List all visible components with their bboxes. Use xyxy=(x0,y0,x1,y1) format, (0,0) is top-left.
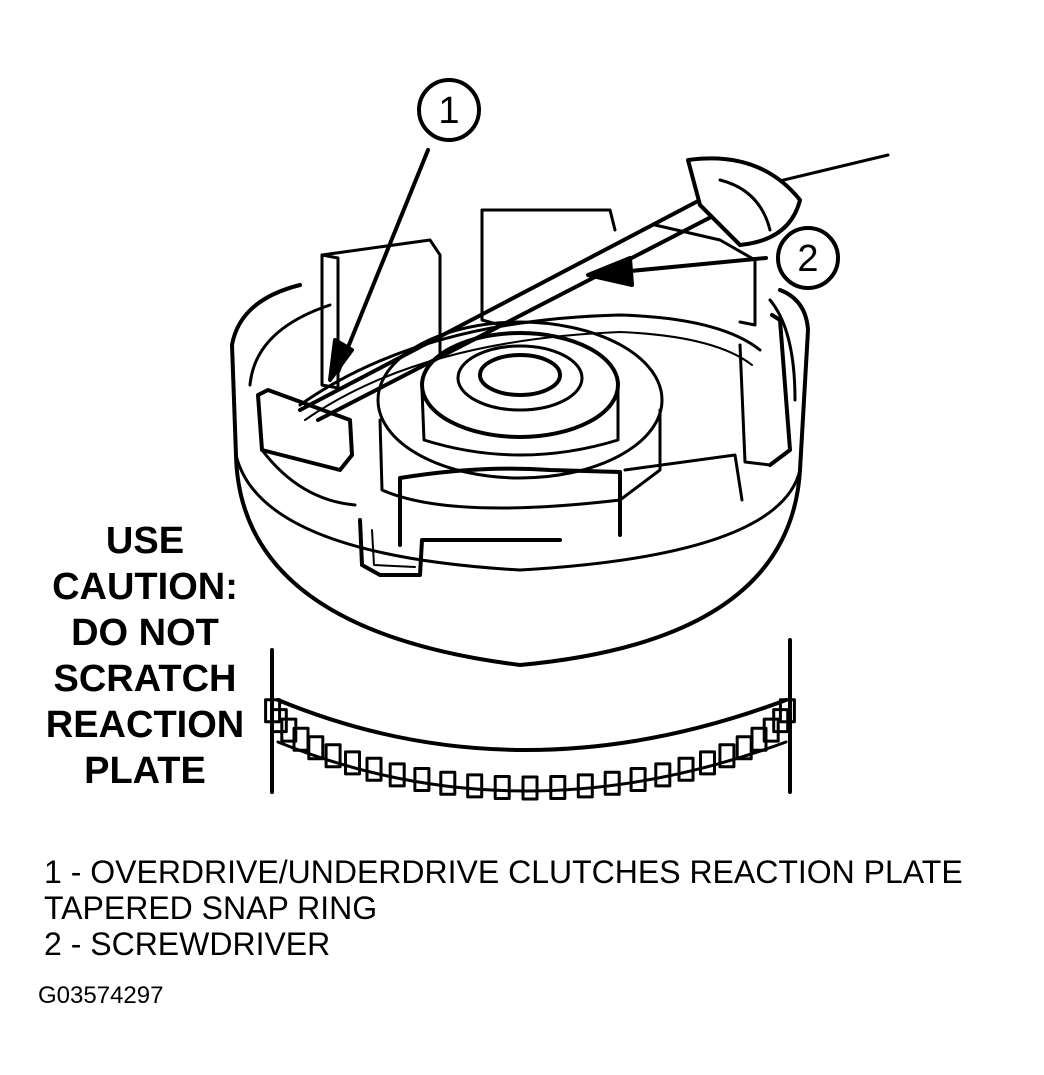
gear-tooth xyxy=(576,773,594,799)
gear-tooth xyxy=(388,762,406,788)
gear-tooth xyxy=(603,770,621,796)
caution-line: PLATE xyxy=(84,750,206,792)
gear-tooth xyxy=(324,743,342,769)
figure-id: G03574297 xyxy=(38,982,164,1009)
gear-tooth xyxy=(677,756,695,782)
callout-1 xyxy=(328,78,481,382)
gear-tooth xyxy=(344,750,361,776)
gear-tooth xyxy=(466,773,484,799)
gear-tooth xyxy=(439,770,457,796)
caution-line: REACTION xyxy=(45,704,245,746)
clutch-drum xyxy=(230,283,810,667)
gear-tooth xyxy=(629,767,647,792)
gear-tooth xyxy=(365,756,383,782)
snap-ring xyxy=(298,313,762,421)
gear-tooth xyxy=(750,726,768,752)
caution-line: USE xyxy=(105,520,185,562)
legend-item-1-line2: TAPERED SNAP RING xyxy=(44,890,378,926)
legend: 1 - OVERDRIVE/UNDERDRIVE CLUTCHES REACTI… xyxy=(44,854,963,962)
callout-1-number: 1 xyxy=(438,90,459,132)
caution-line: CAUTION: xyxy=(52,566,238,608)
gear-tooth xyxy=(718,743,736,769)
gear-tooth xyxy=(307,735,325,761)
caution-note: USE CAUTION: DO NOT SCRATCH REACTION PLA… xyxy=(20,518,270,794)
gear-tooth xyxy=(493,775,511,800)
legend-item-2-line1: 2 - SCREWDRIVER xyxy=(44,926,331,962)
callout-2 xyxy=(586,226,840,290)
gear-tooth xyxy=(280,717,298,743)
callout-2-number: 2 xyxy=(797,238,818,280)
gear-tooth xyxy=(521,775,539,801)
gear-tooth xyxy=(549,775,567,800)
gear-tooth xyxy=(778,698,796,724)
caution-line: SCRATCH xyxy=(53,658,237,700)
gear-tooth xyxy=(654,762,672,788)
gear-teeth-ring xyxy=(264,698,796,801)
legend-item-1-line1: 1 - OVERDRIVE/UNDERDRIVE CLUTCHES REACTI… xyxy=(44,854,963,890)
screwdriver xyxy=(298,153,890,422)
drum-lugs xyxy=(256,208,792,547)
clutch-assembly-illustration: 1 2 xyxy=(230,78,890,801)
gear-tooth xyxy=(413,767,431,792)
gear-tooth xyxy=(699,750,716,776)
caution-line: DO NOT xyxy=(71,612,219,654)
